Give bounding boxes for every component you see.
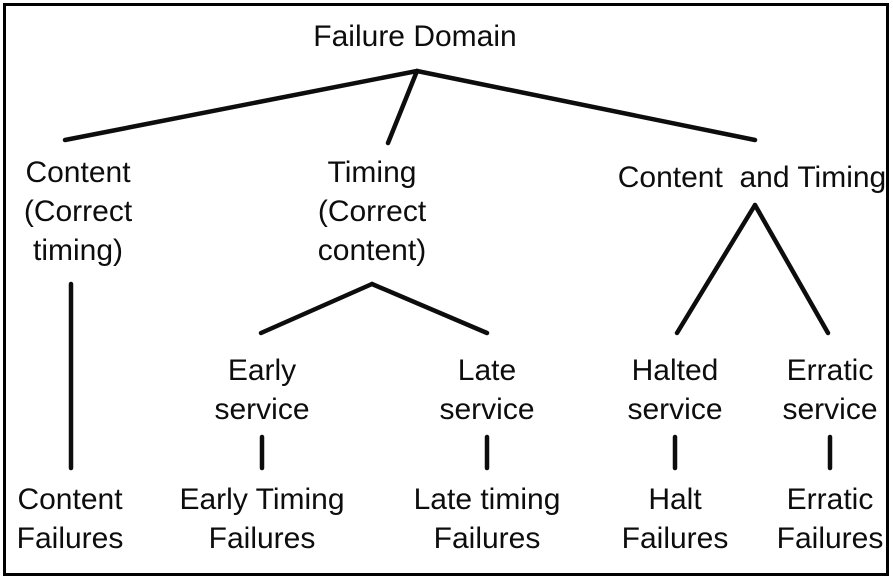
diagram-title: Failure Domain [313,20,517,53]
tree-edge [752,202,831,336]
tree-edge [62,68,420,143]
node-late-service: Late service [439,354,535,426]
node-erratic-failures: Erratic Failures [776,483,884,555]
node-early-timing-failures: Early Timing Failures [179,483,345,555]
tree-edge [258,281,375,336]
node-content-failures: Content Failures [16,483,124,555]
tree-edge [674,202,758,336]
tree-edge [414,68,758,143]
node-timing-correct-content: Timing (Correct content) [317,156,427,267]
node-content-and-timing: Content and Timing [617,161,887,194]
node-halt-failures: Halt Failures [621,483,729,555]
tree-edge [369,281,490,336]
node-content-correct-timing: Content (Correct timing) [23,156,133,267]
node-halted-service: Halted service [627,354,723,426]
tree-edge [385,68,420,146]
node-early-service: Early service [214,354,310,426]
node-erratic-service: Erratic service [782,354,878,426]
node-late-timing-failures: Late timing Failures [413,483,561,555]
